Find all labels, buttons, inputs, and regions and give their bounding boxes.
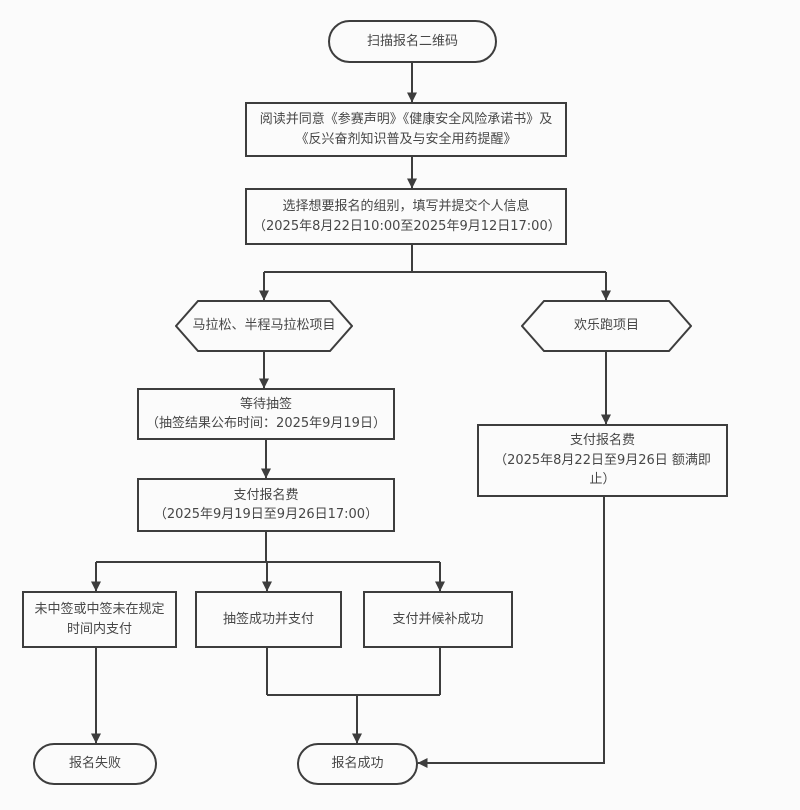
node-select-category-label: 选择想要报名的组别，填写并提交个人信息 （2025年8月22日10:00至202… [253,199,561,234]
edge-pay-split [96,532,440,563]
node-select-category: 选择想要报名的组别，填写并提交个人信息 （2025年8月22日10:00至202… [245,188,567,245]
hexagon-shape [175,300,353,352]
node-pay-funrun-fee: 支付报名费 （2025年8月22日至9月26日 额满即止） [477,424,728,497]
node-not-selected-label: 未中签或中签未在规定 时间内支付 [34,602,165,637]
node-not-selected: 未中签或中签未在规定 时间内支付 [22,591,177,648]
node-registration-success: 报名成功 [297,743,418,785]
node-registration-success-label: 报名成功 [331,756,384,772]
node-selected-and-paid: 抽签成功并支付 [195,591,342,648]
node-registration-failed-label: 报名失败 [68,756,121,772]
node-funrun-branch-label: 欢乐跑项目 [573,318,639,334]
node-scan-qr: 扫描报名二维码 [328,20,497,63]
node-funrun-branch: 欢乐跑项目 [521,300,692,352]
edge-merge [266,648,441,696]
hexagon-shape [521,300,692,352]
node-pay-funrun-fee-label: 支付报名费 （2025年8月22日至9月26日 额满即止） [494,433,711,488]
node-registration-failed: 报名失败 [33,743,157,785]
node-scan-qr-label: 扫描报名二维码 [366,33,458,49]
node-pay-marathon-fee-label: 支付报名费 （2025年9月19日至9月26日17:00） [153,487,379,523]
node-marathon-branch: 马拉松、半程马拉松项目 [175,300,353,352]
node-wait-lottery: 等待抽签 （抽签结果公布时间：2025年9月19日） [137,388,395,440]
node-wait-lottery-label: 等待抽签 （抽签结果公布时间：2025年9月19日） [146,396,386,432]
node-selected-and-paid-label: 抽签成功并支付 [222,611,314,627]
node-agree-declarations-label: 阅读并同意《参赛声明》《健康安全风险承诺书》及 《反兴奋剂知识普及与安全用药提醒… [259,112,553,147]
node-marathon-branch-label: 马拉松、半程马拉松项目 [192,318,336,334]
edge-select-split [264,245,606,273]
node-waitlist-success: 支付并候补成功 [363,591,513,648]
node-pay-marathon-fee: 支付报名费 （2025年9月19日至9月26日17:00） [137,478,395,532]
node-waitlist-success-label: 支付并候补成功 [392,611,484,627]
node-agree-declarations: 阅读并同意《参赛声明》《健康安全风险承诺书》及 《反兴奋剂知识普及与安全用药提醒… [245,102,567,157]
